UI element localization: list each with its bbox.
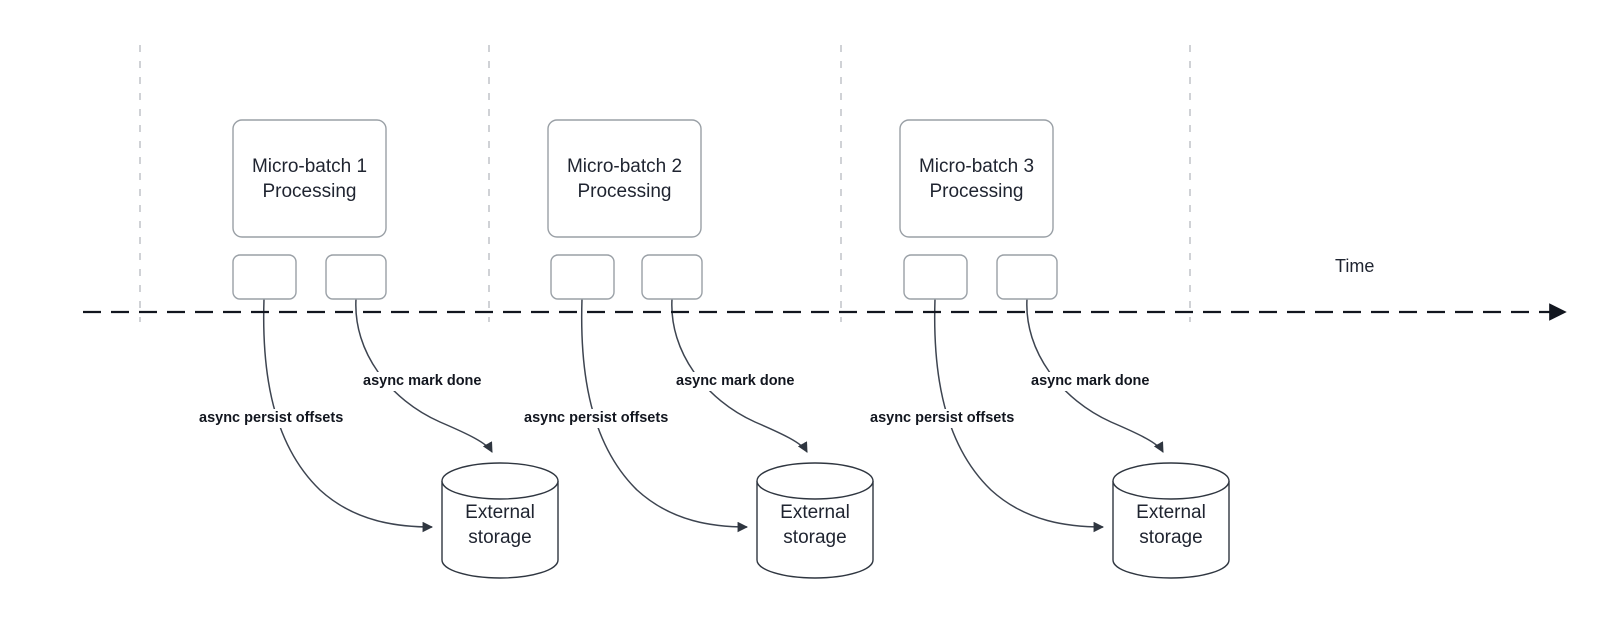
async-persist-offsets-curve-2 xyxy=(580,298,749,533)
group-3-shapes xyxy=(899,119,1058,300)
group-2-shapes xyxy=(547,119,703,300)
async-mark-done-curve-3 xyxy=(1026,298,1164,453)
task-box-3a[interactable] xyxy=(903,254,968,300)
process-box-1[interactable] xyxy=(232,119,387,238)
timeline-axis-label: Time xyxy=(1335,256,1375,276)
storage-cylinder-2-label: External storage xyxy=(780,502,850,548)
async-persist-offsets-label-3: async persist offsets xyxy=(868,409,1017,428)
tick-lines xyxy=(139,45,1191,322)
group-1-edges xyxy=(262,298,493,533)
async-persist-offsets-label-1: async persist offsets xyxy=(197,409,346,428)
task-box-1b[interactable] xyxy=(325,254,387,300)
task-box-2a[interactable] xyxy=(550,254,615,300)
async-persist-offsets-label-2: async persist offsets xyxy=(522,409,671,428)
group-1-shapes xyxy=(232,119,387,300)
async-mark-done-label-1: async mark done xyxy=(361,372,484,391)
async-persist-offsets-curve-1 xyxy=(262,298,434,533)
task-box-1a[interactable] xyxy=(232,254,297,300)
group-2-edges xyxy=(580,298,808,533)
async-mark-done-curve-2 xyxy=(671,298,808,453)
storage-cylinder-1-label: External storage xyxy=(465,502,535,548)
async-mark-done-label-2: async mark done xyxy=(674,372,797,391)
storage-cylinder-2[interactable] xyxy=(756,462,874,579)
async-persist-offsets-curve-3 xyxy=(933,298,1105,533)
storage-cylinder-3[interactable] xyxy=(1112,462,1230,579)
storage-cylinder-3-label: External storage xyxy=(1136,502,1206,548)
task-box-3b[interactable] xyxy=(996,254,1058,300)
async-mark-done-curve-1 xyxy=(355,298,493,453)
group-3-edges xyxy=(933,298,1164,533)
async-mark-done-label-3: async mark done xyxy=(1029,372,1152,391)
process-box-2[interactable] xyxy=(547,119,702,238)
task-box-2b[interactable] xyxy=(641,254,703,300)
process-box-3[interactable] xyxy=(899,119,1054,238)
storage-cylinder-1[interactable] xyxy=(441,462,559,579)
